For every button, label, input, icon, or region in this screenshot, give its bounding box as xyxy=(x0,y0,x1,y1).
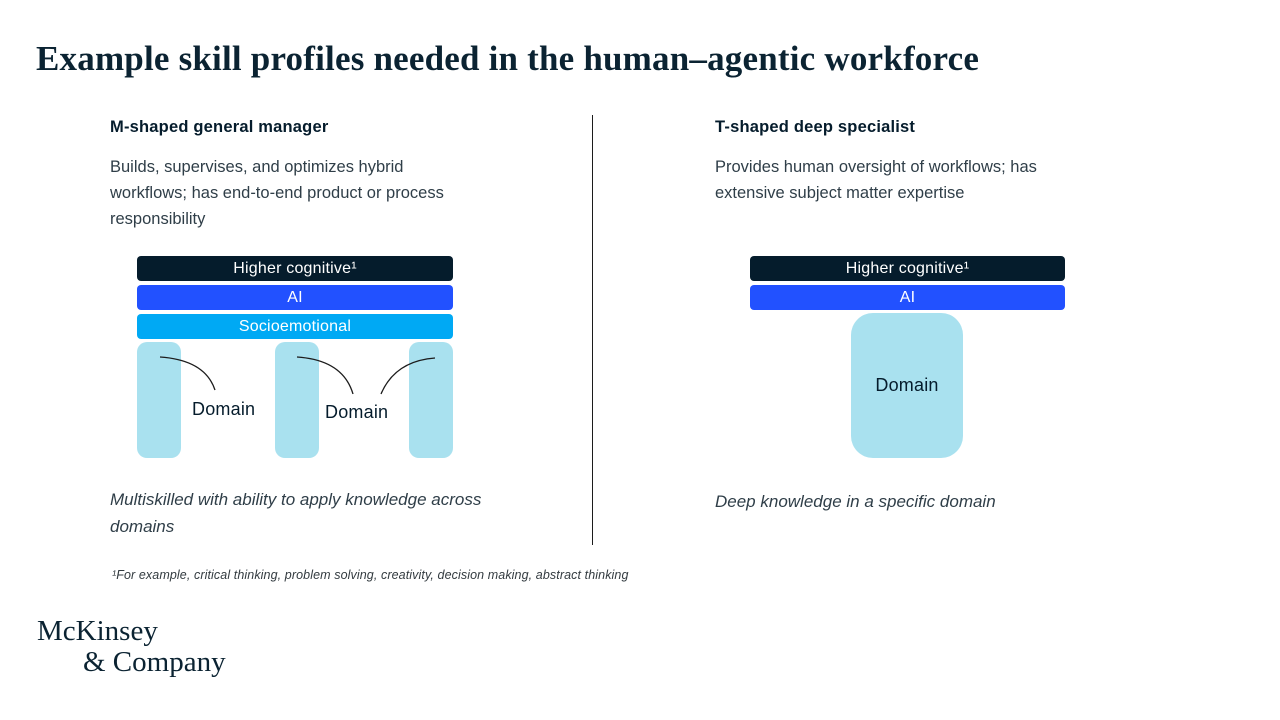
left-profile-heading: M-shaped general manager xyxy=(110,118,329,136)
mckinsey-logo: McKinsey & Company xyxy=(37,616,226,678)
right-bar-ai: AI xyxy=(750,285,1065,310)
domain-connector-curves xyxy=(159,356,436,395)
right-profile-summary: Deep knowledge in a specific domain xyxy=(715,492,996,511)
left-profile-summary: Multiskilled with ability to apply knowl… xyxy=(110,490,482,536)
footnote: ¹For example, critical thinking, problem… xyxy=(112,568,629,582)
column-divider xyxy=(592,115,593,545)
domain-leg-2 xyxy=(275,342,319,458)
left-bar-ai: AI xyxy=(137,285,453,310)
right-profile-description: Provides human oversight of workflows; h… xyxy=(715,158,1037,202)
right-bar-higher-cognitive: Higher cognitive¹ xyxy=(750,256,1065,281)
left-profile-description: Builds, supervises, and optimizes hybrid… xyxy=(110,158,444,228)
logo-line-2: & Company xyxy=(83,646,226,678)
left-domain-label-2: Domain xyxy=(325,402,389,422)
right-profile-heading: T-shaped deep specialist xyxy=(715,118,916,136)
domain-leg-1 xyxy=(137,342,181,458)
right-domain-label: Domain xyxy=(875,375,939,395)
slide-title: Example skill profiles needed in the hum… xyxy=(36,39,980,78)
left-bar-higher-cognitive: Higher cognitive¹ xyxy=(137,256,453,281)
left-domain-label-1: Domain xyxy=(192,399,256,419)
logo-line-1: McKinsey xyxy=(37,615,158,647)
right-domain-block: Domain xyxy=(851,313,963,458)
left-bar-socioemotional: Socioemotional xyxy=(137,314,453,339)
